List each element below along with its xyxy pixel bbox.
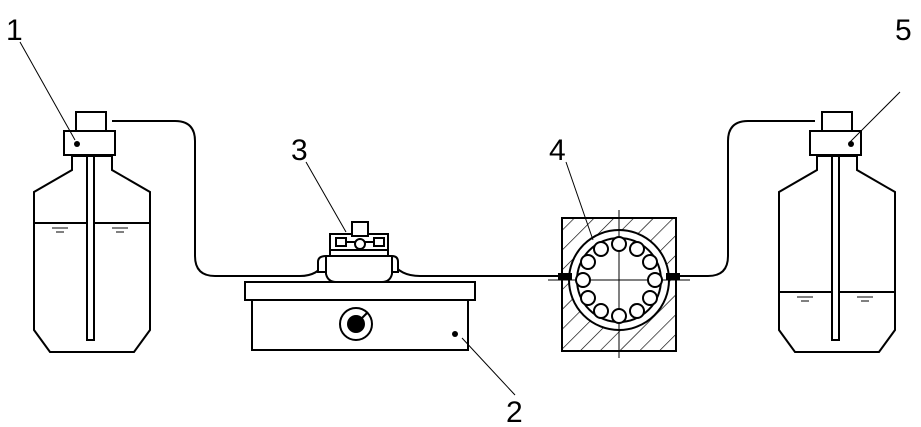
pump-rollers (575, 236, 663, 324)
label-4: 4 (549, 134, 566, 167)
peristaltic-pump (548, 210, 690, 358)
leader-lines (19, 41, 901, 396)
label-1: 1 (6, 14, 23, 47)
indicator-dot (452, 331, 458, 337)
stirrer-base (244, 281, 476, 351)
tubing (112, 120, 815, 277)
flow-cell (317, 221, 399, 283)
bottle-right (778, 111, 896, 353)
label-3: 3 (291, 134, 308, 167)
cap-dot (74, 141, 80, 147)
label-5: 5 (895, 14, 912, 47)
cap-dot (848, 141, 854, 147)
bottle-left (33, 111, 151, 353)
label-2: 2 (506, 396, 523, 427)
